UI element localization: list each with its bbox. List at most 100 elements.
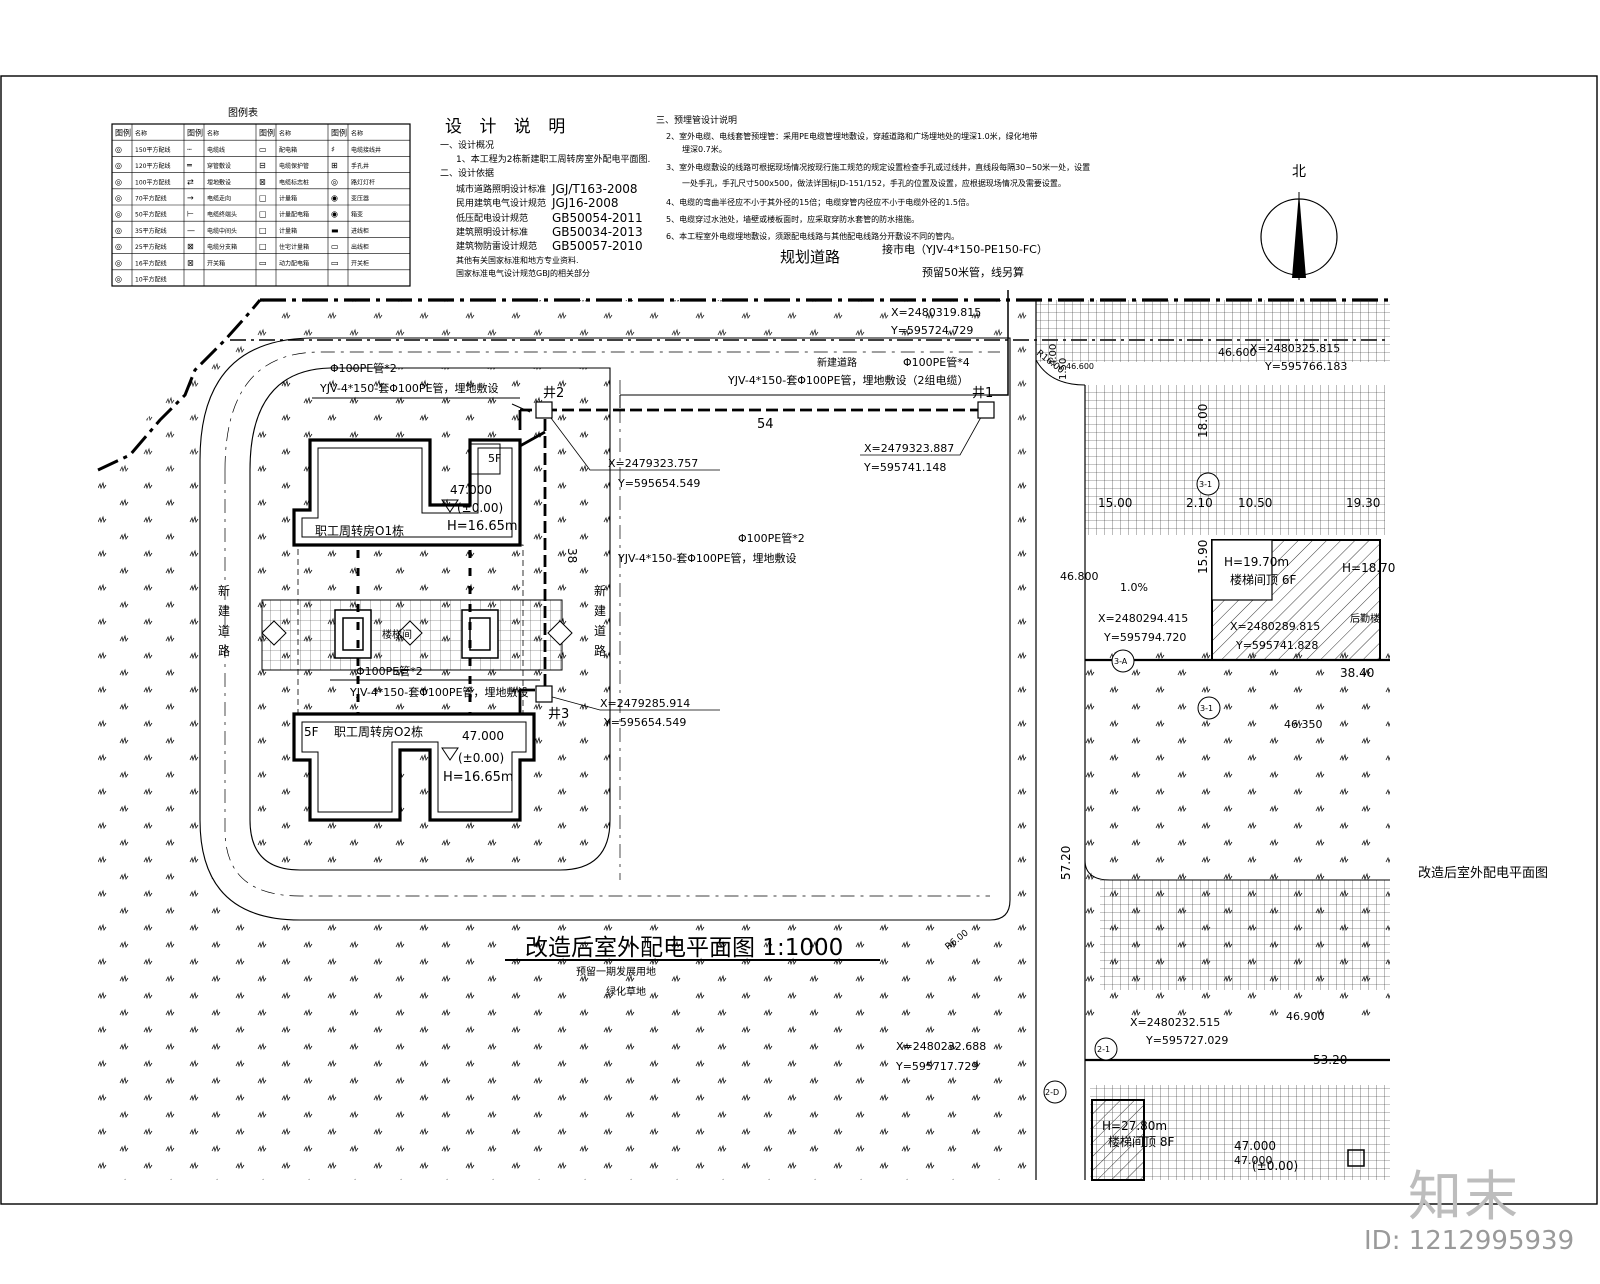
- dim-8: 15.90: [1196, 540, 1210, 574]
- road-mid-char-2: 建: [594, 604, 606, 618]
- road-left-char-4: 路: [218, 643, 230, 658]
- legend-cell-r3-c2: ⇄: [187, 177, 194, 186]
- right-building-bottom: [1091, 1099, 1145, 1181]
- legend-cell-r5-c6: ◉: [331, 210, 338, 219]
- legend-cell-r7-c1: 25平方配线: [135, 243, 167, 251]
- distance-54: 54: [757, 417, 774, 432]
- notes-right-line-1: 2、室外电缆、电线套管预埋管：采用PE电缆管埋地敷设，穿越道路和广场埋地处的埋深…: [666, 131, 1038, 141]
- legend-cell-r3-c4: ⊠: [259, 177, 266, 186]
- building-01-labels: 5F 47.000 (±0.00) H=16.65m 职工周转房O1栋: [315, 452, 518, 538]
- elev-3: 46.350: [1284, 718, 1323, 731]
- elev-5: 47.000: [1234, 1154, 1273, 1167]
- legend-cell-r3-c3: 埋地敷设: [207, 178, 231, 186]
- new-road-left-label: 新 建 道 路: [218, 583, 230, 658]
- legend-cell-r0-c0: 图例: [115, 128, 131, 138]
- cable-label-2: YJV-4*150-套Φ100PE管，埋地敷设（2组电缆）: [727, 373, 969, 387]
- coord-4-x: X=2479285.914: [600, 697, 690, 710]
- legend-cell-r1-c6: ♯: [331, 145, 335, 154]
- legend-cell-r2-c7: 手孔井: [351, 162, 369, 170]
- coord-5-x: X=2480325.815: [1250, 342, 1340, 355]
- legend-cell-r4-c5: 计量箱: [279, 194, 297, 202]
- notes-right-line-4: 一处手孔，手孔尺寸500x500，做法详国标JD-151/152，手孔的位置及设…: [682, 178, 1066, 188]
- legend-cell-r1-c3: 电缆线: [207, 146, 225, 154]
- dim-10: 4.00: [1048, 344, 1059, 366]
- drawing-frame: [0, 75, 1598, 1205]
- building-02-floors: 5F: [304, 725, 319, 739]
- legend-cell-r8-c2: ⊠: [187, 258, 194, 267]
- new-road-mid-label: 新 建 道 路: [594, 583, 606, 658]
- cable-wells: [535, 401, 995, 703]
- legend-title: 图例表: [228, 106, 258, 119]
- well-2-label: 井2: [543, 386, 564, 401]
- design-notes-left: 设 计 说 明 一、设计概况 1、本工程为2栋新建职工周转房室外配电平面图. 二…: [440, 117, 650, 278]
- coord-2-x: X=2479323.887: [864, 442, 954, 455]
- legend-cell-r4-c4: □: [259, 193, 267, 202]
- sub-title-1: 预留一期发展用地: [576, 965, 656, 978]
- road-mid-char-3: 道: [594, 624, 606, 638]
- legend-cell-r5-c3: 电缆终端头: [207, 211, 237, 219]
- legend-cell-r6-c6: ▬: [331, 226, 339, 235]
- code-name-3: 低压配电设计规范: [456, 212, 528, 224]
- building-01-elev: 47.000: [450, 483, 492, 497]
- notes-title: 设 计 说 明: [445, 117, 571, 137]
- building-01-height: H=16.65m: [447, 519, 518, 534]
- pipe-label-2: Φ100PE管*4: [903, 355, 970, 369]
- notes-left-tail-2: 国家标准电气设计规范GBJ的相关部分: [456, 268, 590, 278]
- legend-cell-r6-c3: 电缆中间头: [207, 227, 237, 235]
- dim-4: 19.30: [1346, 496, 1380, 510]
- code-name-4: 建筑照明设计标准: [456, 226, 528, 238]
- main-title: 改造后室外配电平面图 1:1000: [525, 935, 843, 961]
- notes-right-line-2: 埋深0.7米。: [682, 144, 727, 154]
- coord-2-y: Y=595741.148: [863, 461, 946, 474]
- coord-7-y: Y=595741.828: [1235, 639, 1318, 652]
- code-id-4: GB50034-2013: [552, 225, 643, 239]
- legend-cell-r2-c5: 电缆保护管: [279, 162, 309, 170]
- paving-grid-building: [1085, 385, 1385, 535]
- legend-cell-r0-c1: 名称: [135, 130, 147, 138]
- legend-cell-r7-c2: ⊠: [187, 242, 194, 251]
- legend-cell-r0-c7: 名称: [351, 130, 363, 138]
- coord-1-y: Y=595724.729: [890, 324, 973, 337]
- notes-left-line-1: 一、设计概况: [440, 139, 494, 151]
- legend-cell-r5-c2: ⊢: [187, 210, 194, 219]
- legend-cell-r5-c4: □: [259, 210, 267, 219]
- legend-cell-r7-c6: ▭: [331, 242, 339, 251]
- legend-cell-r2-c1: 120平方配线: [135, 162, 170, 170]
- bldg-f-1: 楼梯间顶 6F: [1230, 572, 1296, 587]
- code-id-3: GB50054-2011: [552, 211, 643, 225]
- main-title-block: 改造后室外配电平面图 1:1000 预留一期发展用地 绿化草地: [505, 935, 880, 998]
- notes-left-line-3: 二、设计依据: [440, 167, 494, 179]
- legend-cell-r3-c1: 100平方配线: [135, 178, 170, 186]
- legend-cell-r1-c4: ▭: [259, 145, 267, 154]
- sub-title-2: 绿化草地: [606, 985, 646, 998]
- legend-cell-r6-c1: 35平方配线: [135, 227, 167, 235]
- cable-label-3: YJV-4*150-套Φ100PE管，埋地敷设: [617, 551, 797, 565]
- legend-cell-r5-c7: 箱变: [351, 211, 363, 219]
- legend-cell-r4-c6: ◉: [331, 193, 338, 202]
- paving-grid-bottom: [1100, 880, 1390, 990]
- bldg-h-1: H=19.70m: [1224, 555, 1289, 569]
- legend-cell-r4-c0: ◎: [115, 193, 122, 202]
- legend-cell-r5-c0: ◎: [115, 210, 122, 219]
- code-name-5: 建筑物防雷设计规范: [456, 240, 537, 252]
- notes-right-title: 三、预埋管设计说明: [656, 114, 737, 126]
- grid-tag-4: 2-1: [1097, 1045, 1110, 1054]
- legend-cell-r3-c6: ◎: [331, 177, 338, 186]
- new-road-top-label: 新建道路: [817, 356, 857, 369]
- legend-cell-r0-c4: 图例: [259, 128, 275, 138]
- legend-cell-r6-c5: 计量箱: [279, 227, 297, 235]
- notes-right-line-5: 4、电缆的弯曲半径应不小于其外径的15倍；电缆穿管内径应不小于电缆外径的1.5倍…: [666, 197, 974, 207]
- bldg-h-2: H=18.70: [1342, 561, 1395, 575]
- legend-cell-r1-c1: 150平方配线: [135, 146, 170, 154]
- road-mid-char-4: 路: [594, 643, 606, 658]
- legend-cell-r8-c1: 16平方配线: [135, 259, 167, 267]
- legend-cell-r3-c7: 路灯灯杆: [351, 178, 375, 186]
- legend-cell-r0-c2: 图例: [187, 128, 203, 138]
- legend-cell-r5-c1: 50平方配线: [135, 211, 167, 219]
- legend-cell-r1-c5: 配电箱: [279, 146, 297, 154]
- dim-7: 18.00: [1196, 404, 1210, 438]
- building-02: [292, 712, 536, 822]
- site-boundary-west: [97, 299, 262, 472]
- legend-cell-r8-c4: ▭: [259, 258, 267, 267]
- elev-1: 46.600: [1066, 362, 1094, 371]
